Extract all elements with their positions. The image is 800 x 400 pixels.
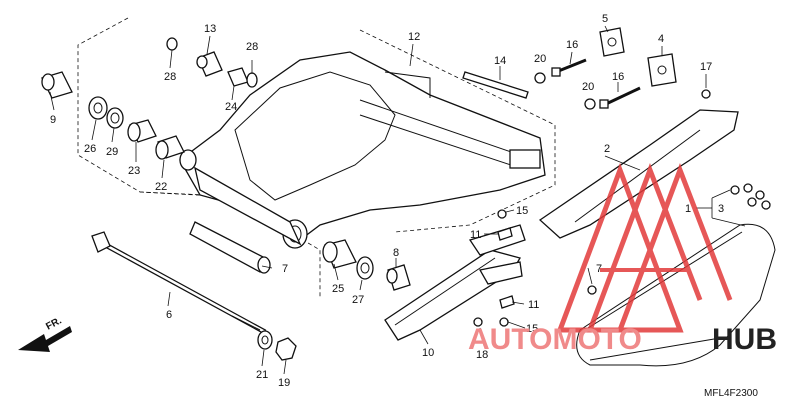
label-14 (462, 71, 529, 99)
callout-25-left: 26 (84, 143, 96, 155)
watermark-text-auto: AUTOMOTO (468, 323, 642, 356)
clip-11-upper (497, 227, 513, 241)
bolt-16-upper (551, 58, 587, 77)
washer-21 (257, 330, 273, 350)
chain-joint-kit (730, 183, 771, 210)
callout-15-lower: 15 (526, 323, 538, 335)
callout-10: 10 (422, 347, 434, 359)
callout-24: 24 (225, 101, 237, 113)
plate-5 (599, 27, 625, 57)
callout-25-right: 25 (332, 283, 344, 295)
swingarm (179, 51, 546, 249)
callout-3: 3 (718, 203, 724, 215)
callout-19: 19 (278, 377, 290, 389)
callout-5: 5 (602, 13, 608, 25)
callout-1: 1 (685, 203, 691, 215)
nut-20-upper (534, 72, 546, 84)
bearing-23 (127, 119, 157, 143)
callout-2: 2 (604, 143, 610, 155)
callout-15-upper: 15 (516, 205, 528, 217)
callout-6: 6 (166, 309, 172, 321)
callout-29: 29 (106, 146, 118, 158)
front-arrow-icon (18, 326, 72, 352)
callout-20-upper: 20 (534, 53, 546, 65)
callout-8: 8 (393, 247, 399, 259)
bearing-24 (227, 67, 249, 87)
callout-18: 18 (476, 349, 488, 361)
callout-9: 9 (50, 114, 56, 126)
ring-29 (106, 107, 124, 129)
collar-13 (196, 51, 223, 77)
seal-28-upper (166, 37, 178, 51)
seal-28-right (246, 72, 258, 88)
callout-26: 27 (352, 294, 364, 306)
callout-7-guide: 7 (596, 263, 602, 275)
clip-11-lower (499, 295, 515, 309)
seal-27 (356, 256, 374, 280)
plate-4 (647, 53, 677, 87)
nut-20-lower (584, 98, 596, 110)
seal-26 (88, 96, 108, 120)
callout-21: 21 (256, 369, 268, 381)
callout-17: 17 (700, 61, 712, 73)
callout-4: 4 (658, 33, 664, 45)
clip-15-upper (497, 209, 507, 219)
callout-28-right: 28 (246, 41, 258, 53)
clip-17-upper (701, 89, 711, 99)
callout-20-lower: 20 (582, 81, 594, 93)
collar-8 (386, 264, 411, 291)
watermark-text-hub: HUB (712, 323, 777, 356)
diagram-code: MFL4F2300 (704, 388, 758, 399)
callout-16-upper: 16 (566, 39, 578, 51)
bearing-25-lower (322, 239, 357, 269)
nut-19 (275, 337, 297, 361)
bearing-22 (155, 135, 185, 160)
callout-7-pivot: 7 (282, 263, 288, 275)
callout-22: 22 (155, 181, 167, 193)
callout-11-upper: 11 (470, 229, 481, 241)
clip-17-lower (587, 285, 597, 295)
front-indicator: FR. (44, 315, 64, 332)
assembly-frame (77, 17, 556, 298)
chain-case-2 (538, 109, 739, 239)
callout-13: 13 (204, 23, 216, 35)
pivot-bolt (91, 231, 267, 335)
drive-chain (576, 223, 776, 367)
callout-23: 23 (128, 165, 140, 177)
watermark-logo (556, 162, 733, 333)
callout-28-upper: 28 (164, 71, 176, 83)
leader-lines (49, 25, 746, 375)
callout-14: 14 (494, 55, 506, 67)
callout-11-lower: 11 (528, 299, 539, 311)
screw-18 (473, 317, 483, 327)
bushing-9 (41, 71, 73, 99)
bolt-16-lower (599, 86, 641, 109)
callout-labels: 1 2 3 4 5 6 7 7 8 9 10 11 11 12 13 14 15… (50, 13, 724, 389)
callout-12: 12 (408, 31, 420, 43)
pivot-collar (189, 221, 271, 274)
callout-16-lower: 16 (612, 71, 624, 83)
